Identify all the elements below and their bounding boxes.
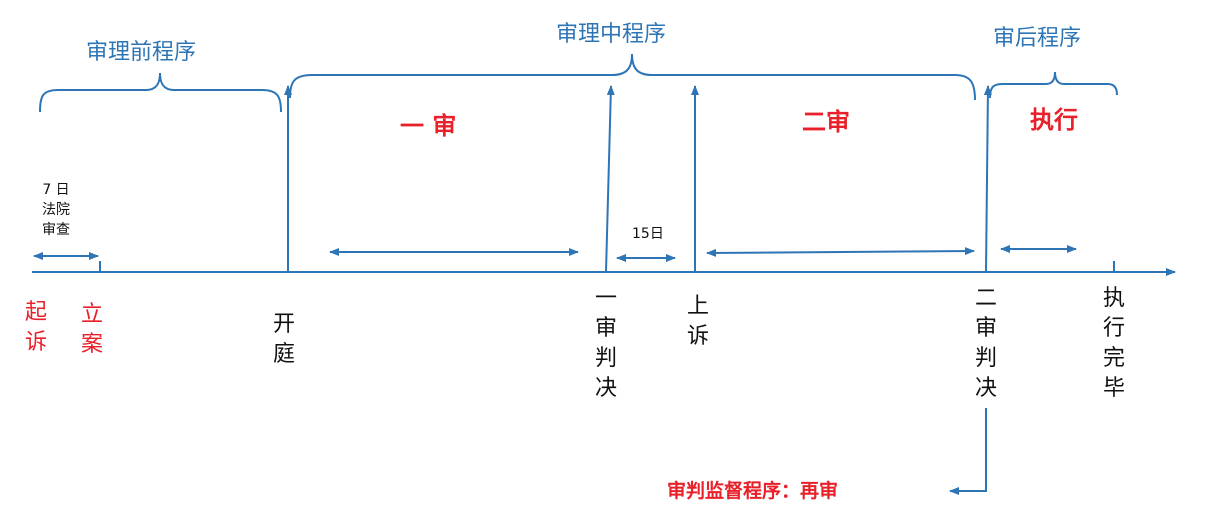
- second-judgment-marker: [983, 85, 992, 273]
- retrial-connector: [949, 408, 987, 495]
- retrial-label: 审判监督程序：再审: [667, 480, 839, 502]
- appeal-event: 上 诉: [686, 294, 709, 349]
- pretrial-phase-title: 审理前程序: [86, 40, 197, 65]
- prosecution-event: 起 诉: [24, 300, 47, 355]
- trial-brace: [289, 53, 976, 101]
- second-instance-span: [706, 247, 975, 257]
- appeal-period-duration: 15日: [632, 226, 664, 242]
- posttrial-brace: [989, 71, 1118, 99]
- second-judgment-event: 二 审 判 决: [974, 286, 997, 401]
- execution-label: 执行: [1030, 106, 1078, 134]
- court-opening-event: 开 庭: [272, 312, 295, 367]
- first-judgment-event: 一 审 判 决: [594, 286, 617, 401]
- second-instance-label: 二审: [802, 108, 850, 136]
- posttrial-phase-title: 审后程序: [993, 26, 1082, 51]
- case-filing-event: 立 案: [80, 302, 103, 357]
- court-review-duration: 7 日 法院 审查: [42, 182, 70, 238]
- pretrial-brace: [39, 72, 282, 113]
- trial-phase-title: 审理中程序: [556, 22, 667, 47]
- first-instance-label: 一 审: [400, 112, 457, 140]
- first-judgment-marker: [605, 85, 615, 273]
- execution-complete-event: 执 行 完 毕: [1102, 286, 1125, 401]
